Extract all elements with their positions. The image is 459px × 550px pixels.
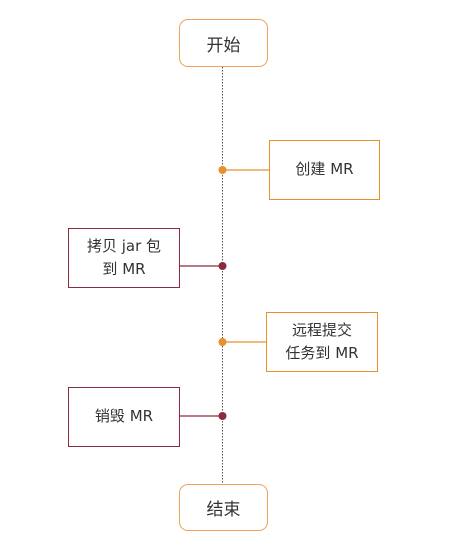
timeline-dot-step-1 (218, 166, 227, 174)
step-4-line-1: 销毁 MR (94, 407, 154, 426)
end-label: 结束 (206, 500, 241, 520)
start-node: 开始 (179, 19, 268, 67)
step-destroy-mr: 销毁 MR (68, 387, 180, 447)
timeline-dot-step-3 (218, 338, 227, 346)
timeline-dot-step-4 (218, 412, 227, 420)
step-3-line-2: 任务到 MR (285, 344, 359, 362)
step-2-line-1: 拷贝 jar 包 (86, 236, 162, 255)
end-node: 结束 (179, 484, 268, 531)
step-1-line-1: 创建 MR (295, 160, 354, 179)
step-3-line-1: 远程提交 (291, 320, 352, 339)
step-create-mr: 创建 MR (269, 140, 380, 200)
timeline-dot-step-2 (218, 262, 227, 270)
step-2-line-2: 到 MR (102, 260, 146, 278)
start-label: 开始 (206, 35, 241, 56)
step-copy-jar: 拷贝 jar 包 到 MR (68, 228, 180, 288)
step-submit-task: 远程提交 任务到 MR (266, 312, 378, 372)
